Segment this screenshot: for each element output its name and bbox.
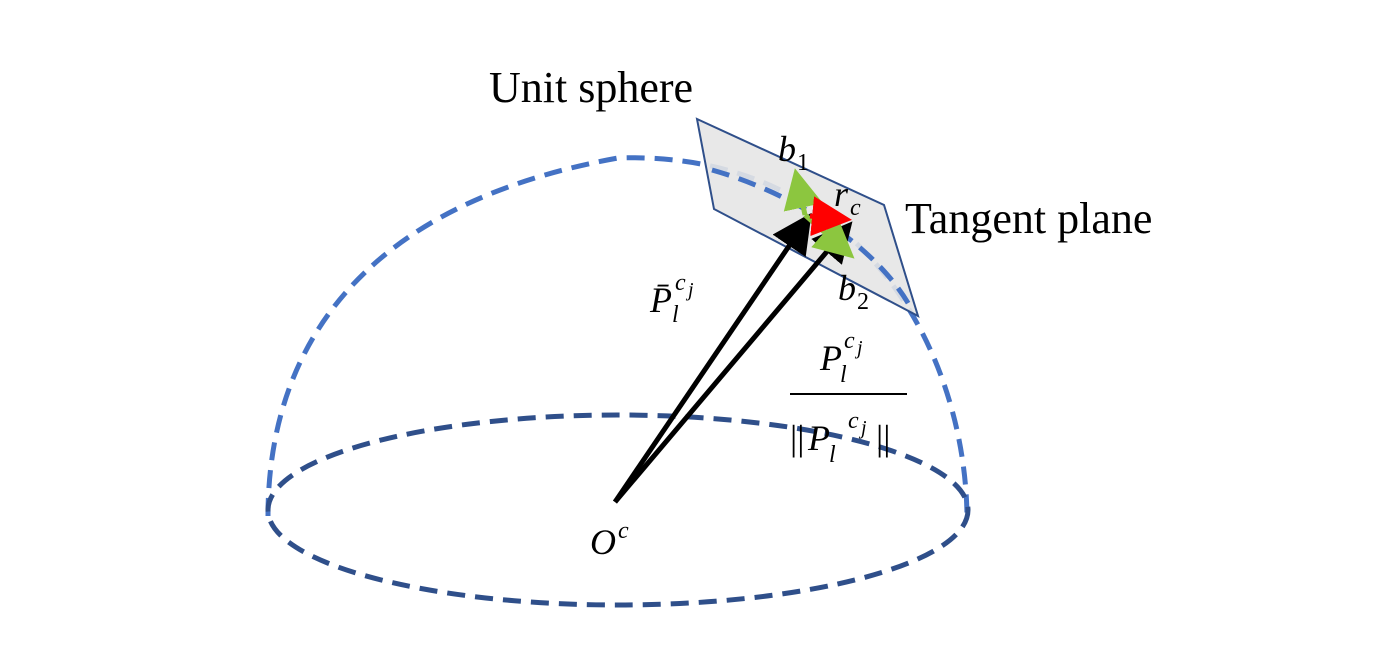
svg-text:c: c	[618, 518, 629, 544]
svg-text:r: r	[834, 174, 849, 214]
base-ellipse	[265, 412, 971, 608]
svg-text:c: c	[850, 195, 861, 221]
svg-text:l: l	[829, 442, 836, 468]
symbol-p-bar: P̄ l c j	[649, 270, 694, 328]
unit-sphere-label: Unit sphere	[489, 63, 693, 112]
tangent-plane-label: Tangent plane	[905, 194, 1152, 243]
svg-text:P: P	[807, 418, 830, 458]
symbol-b1: b 1	[778, 129, 809, 176]
svg-text:l: l	[672, 302, 679, 328]
svg-text:j: j	[685, 279, 694, 301]
svg-text:b: b	[838, 268, 856, 308]
vector-p-bar	[612, 212, 812, 504]
svg-text:j: j	[858, 417, 867, 439]
svg-text:c: c	[675, 270, 686, 296]
svg-text:1: 1	[797, 150, 809, 176]
svg-text:P̄: P̄	[649, 280, 672, 320]
basis-vector-b1	[783, 168, 823, 216]
sphere-dome-outline	[265, 155, 970, 517]
sphere-dome-through-plane	[711, 167, 915, 312]
symbol-origin: O c	[590, 518, 629, 562]
svg-text:O: O	[590, 522, 616, 562]
svg-text:b: b	[778, 129, 796, 169]
residual-vector-rc	[809, 196, 852, 237]
symbol-rc: r c	[834, 174, 861, 221]
svg-text:l: l	[840, 362, 847, 388]
svg-text:c: c	[848, 408, 859, 434]
svg-text:||: ||	[876, 418, 890, 458]
svg-text:c: c	[844, 328, 855, 354]
symbol-p-normalized: P l c j || P l c j ||	[790, 328, 907, 468]
symbol-b2: b 2	[838, 268, 869, 315]
svg-text:2: 2	[857, 289, 869, 315]
svg-text:j: j	[854, 337, 863, 359]
svg-text:||: ||	[790, 418, 804, 458]
vector-p-normalized	[613, 221, 853, 504]
svg-text:P: P	[819, 338, 842, 378]
